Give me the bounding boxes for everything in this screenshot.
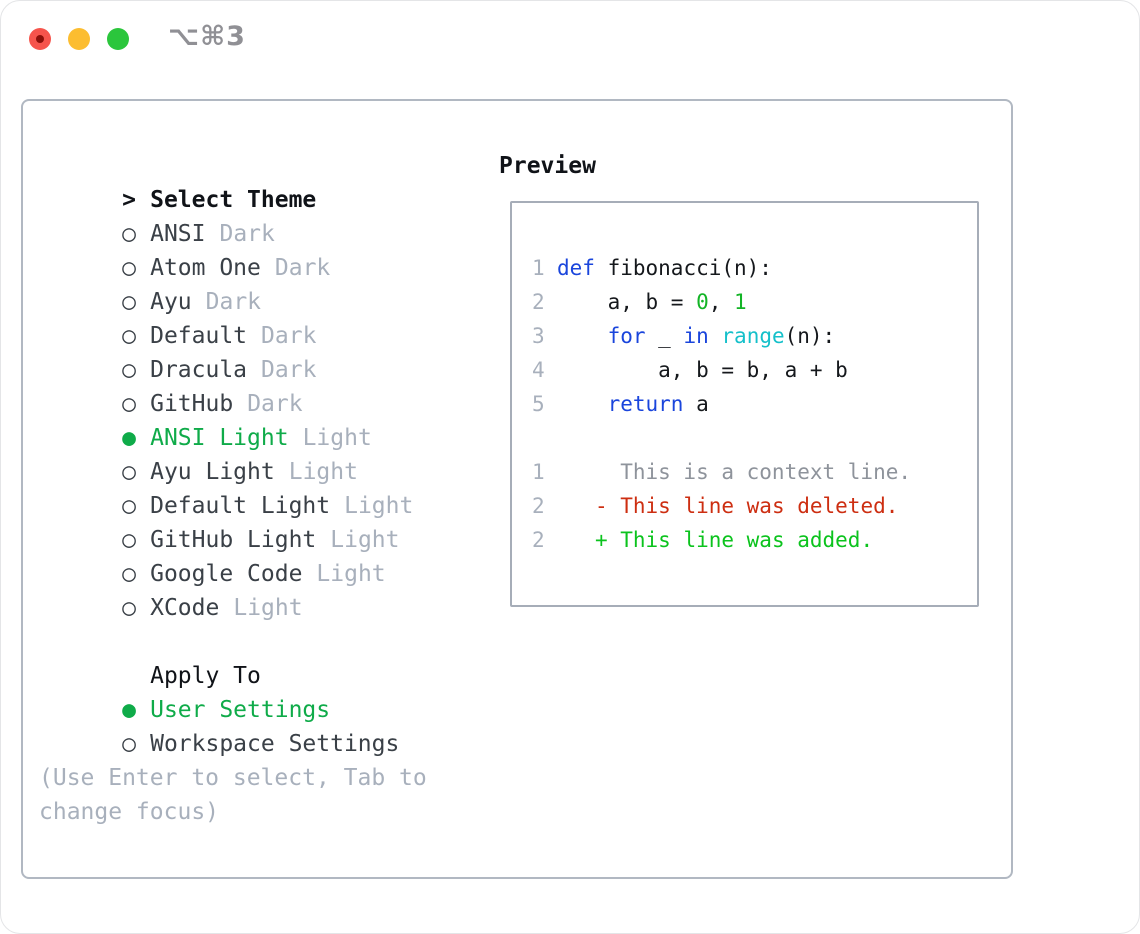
apply-to-header: Apply To <box>39 625 427 689</box>
close-button[interactable] <box>29 28 51 50</box>
line-number: 3 <box>532 324 545 348</box>
line-number: 2 <box>532 494 545 518</box>
preview-title: Preview <box>499 153 596 179</box>
zoom-button[interactable] <box>107 28 129 50</box>
select-theme-header: > Select Theme <box>39 149 427 213</box>
radio-icon: ○ <box>122 459 136 485</box>
line-number: 1 <box>532 460 545 484</box>
apply-option-user-settings[interactable]: ●User Settings <box>39 659 427 723</box>
window-controls <box>29 28 129 50</box>
focus-caret-icon: > <box>122 187 136 213</box>
code-line-5: 5 return a <box>532 387 977 421</box>
apply-to-title: Apply To <box>150 663 261 689</box>
help-text-line-1: (Use Enter to select, Tab to <box>39 765 427 791</box>
radio-icon: ○ <box>122 527 136 553</box>
code-line-3: 3 for _ in range(n): <box>532 319 977 353</box>
select-theme-title: Select Theme <box>150 187 317 213</box>
code-line-2: 2 a, b = 0, 1 <box>532 285 977 319</box>
close-button-dot <box>36 35 44 43</box>
line-number: 2 <box>532 528 545 552</box>
radio-icon: ○ <box>122 493 136 519</box>
diff-line-context: 1 This is a context line. <box>532 455 977 489</box>
window-shortcut-label: ⌥⌘3 <box>168 21 246 52</box>
help-text-line-2: change focus) <box>39 799 220 825</box>
radio-icon: ○ <box>122 221 136 247</box>
apply-option-workspace-settings[interactable]: ○Workspace Settings <box>39 693 427 757</box>
line-number: 1 <box>532 256 545 280</box>
radio-icon: ○ <box>122 289 136 315</box>
radio-icon: ○ <box>122 391 136 417</box>
line-number: 5 <box>532 392 545 416</box>
theme-selector-panel <box>21 99 1013 879</box>
radio-icon: ○ <box>122 731 136 757</box>
radio-icon: ○ <box>122 255 136 281</box>
radio-selected-icon: ● <box>122 425 136 451</box>
radio-icon: ○ <box>122 595 136 621</box>
line-number: 4 <box>532 358 545 382</box>
blank-line <box>532 421 977 455</box>
radio-selected-icon: ● <box>122 697 136 723</box>
line-number: 2 <box>532 290 545 314</box>
diff-line-deleted: 2 - This line was deleted. <box>532 489 977 523</box>
radio-icon: ○ <box>122 323 136 349</box>
radio-icon: ○ <box>122 561 136 587</box>
radio-icon: ○ <box>122 357 136 383</box>
minimize-button[interactable] <box>68 28 90 50</box>
diff-line-added: 2 + This line was added. <box>532 523 977 557</box>
code-line-4: 4 a, b = b, a + b <box>532 353 977 387</box>
